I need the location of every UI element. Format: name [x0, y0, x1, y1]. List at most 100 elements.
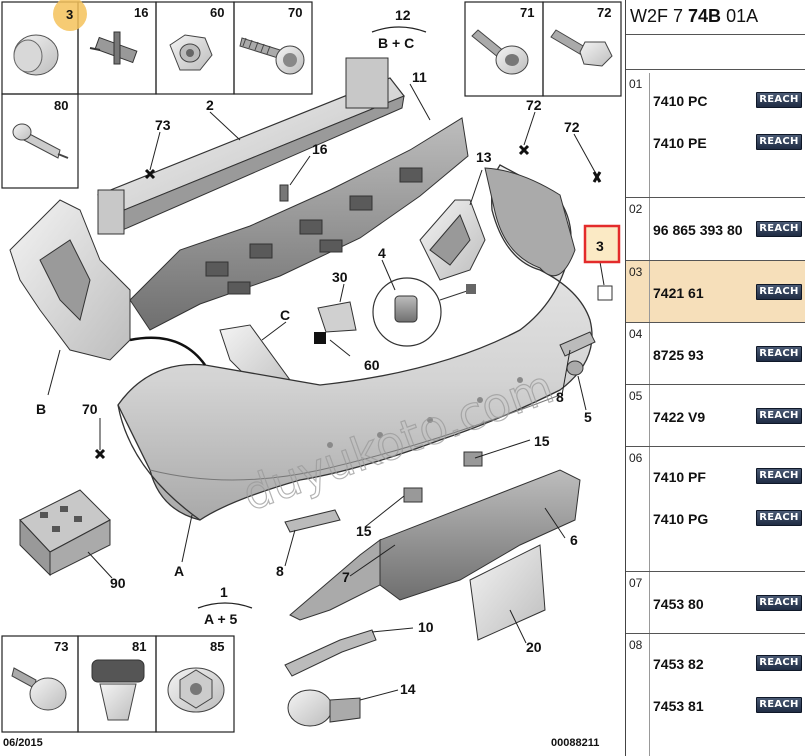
part-reference-code[interactable]: 7410 PE: [653, 135, 707, 151]
part-reference-code[interactable]: 96 865 393 80: [653, 222, 743, 238]
label-70: 70: [82, 401, 98, 417]
title-separator: [626, 34, 805, 35]
parking-sensor-callout: [372, 277, 476, 347]
label-10: 10: [418, 619, 434, 635]
label-90: 90: [110, 575, 126, 591]
group-divider: [649, 447, 650, 571]
part-reference-code[interactable]: 7453 81: [653, 698, 704, 714]
title-suffix: 01A: [726, 6, 759, 26]
group-number: 05: [629, 389, 643, 403]
trim-clip-icon: [91, 659, 145, 721]
label-4: 4: [378, 245, 386, 261]
group-divider: [649, 385, 650, 446]
flange-bolt-icon: [471, 29, 529, 75]
part-reference-code[interactable]: 7453 82: [653, 656, 704, 672]
group-divider: [649, 198, 650, 260]
parts-diagram: 3 16 60 70 80 71 7 2: [1, 0, 622, 749]
group-divider: [649, 323, 650, 384]
group-number: 07: [629, 576, 643, 590]
reach-badge[interactable]: REACH: [756, 697, 802, 713]
reach-badge[interactable]: REACH: [756, 468, 802, 484]
self-tapping-screw-icon: [239, 37, 305, 75]
box-label-70: 70: [288, 5, 302, 20]
group-separator: [626, 197, 805, 198]
part-reference-code[interactable]: 7410 PG: [653, 511, 709, 527]
wiring-harness: [129, 336, 207, 366]
bumper-cover: [117, 164, 593, 521]
fixing-crosses: [94, 144, 602, 460]
box-label-81: 81: [132, 639, 146, 654]
group-separator: [626, 446, 805, 447]
reach-badge[interactable]: REACH: [756, 510, 802, 526]
leader-lines: [47, 83, 605, 701]
kit-1-formula: A + 5: [204, 611, 238, 627]
box-label-71: 71: [520, 5, 534, 20]
reflector-right: [559, 331, 596, 357]
kit-1-bracket: [197, 602, 253, 609]
reference-group-06[interactable]: 06 7410 PF REACH 7410 PG REACH: [626, 447, 805, 571]
push-rivet-icon: [12, 123, 69, 159]
part-reference-code[interactable]: 8725 93: [653, 347, 704, 363]
sidebar-title: W2F 7 74B 01A: [626, 0, 805, 34]
label-16: 16: [312, 141, 328, 157]
title-prefix: W2F 7: [630, 6, 684, 26]
reach-badge[interactable]: REACH: [756, 134, 802, 150]
label-8-right: 8: [556, 389, 564, 405]
reinforcement-beam: [97, 57, 405, 235]
reach-badge[interactable]: REACH: [756, 655, 802, 671]
box-label-85: 85: [210, 639, 224, 654]
reach-badge[interactable]: REACH: [756, 221, 802, 237]
tow-eye-cap: [566, 360, 584, 376]
reach-badge[interactable]: REACH: [756, 92, 802, 108]
reach-badge[interactable]: REACH: [756, 346, 802, 362]
lower-diffuser: [289, 469, 581, 621]
part-reference-code[interactable]: 7410 PC: [653, 93, 708, 109]
part-reference-code[interactable]: 7453 80: [653, 596, 704, 612]
label-15-right: 15: [534, 433, 550, 449]
reference-group-01[interactable]: 01 7410 PC REACH 7410 PE REACH: [626, 73, 805, 197]
group-number: 08: [629, 638, 643, 652]
label-30: 30: [332, 269, 348, 285]
bottom-fastener-boxes: [1, 635, 235, 733]
label-60: 60: [364, 357, 380, 373]
selected-part-highlight: [583, 224, 621, 264]
label-7: 7: [342, 569, 350, 585]
label-5: 5: [584, 409, 592, 425]
tapping-screw-icon: [11, 667, 67, 711]
reference-group-07[interactable]: 07 7453 80 REACH: [626, 572, 805, 633]
reference-group-08[interactable]: 08 7453 82 REACH 7453 81 REACH: [626, 634, 805, 756]
label-2: 2: [206, 97, 214, 113]
label-73: 73: [155, 117, 171, 133]
header-separator: [626, 69, 805, 70]
clip-15-left: [403, 487, 423, 503]
part-reference-code[interactable]: 7422 V9: [653, 409, 706, 425]
part-reference-code[interactable]: 7410 PF: [653, 469, 706, 485]
box-label-3: 3: [66, 7, 73, 22]
reach-badge[interactable]: REACH: [756, 595, 802, 611]
reference-group-05[interactable]: 05 7422 V9 REACH: [626, 385, 805, 446]
group-number: 01: [629, 77, 643, 91]
reach-badge[interactable]: REACH: [756, 284, 802, 300]
clip-15-right: [463, 451, 483, 467]
part-reference-code[interactable]: 7421 61: [653, 285, 704, 301]
group-divider: [649, 261, 650, 322]
group-separator: [626, 633, 805, 634]
sensor-bracket: [314, 301, 357, 344]
group-divider: [649, 572, 650, 633]
license-plate-holder: [469, 544, 546, 641]
plug-cap-icon: [13, 34, 59, 76]
label-6: 6: [570, 532, 578, 548]
group-number: 06: [629, 451, 643, 465]
label-11: 11: [412, 69, 427, 85]
reach-badge[interactable]: REACH: [756, 408, 802, 424]
label-8-left: 8: [276, 563, 284, 579]
kit-12-bracket: [371, 26, 427, 33]
box-label-80: 80: [54, 98, 68, 113]
group-separator: [626, 322, 805, 323]
lower-trim-strip: [284, 629, 377, 677]
kit-12-formula: B + C: [378, 35, 414, 51]
group-separator: [626, 260, 805, 261]
